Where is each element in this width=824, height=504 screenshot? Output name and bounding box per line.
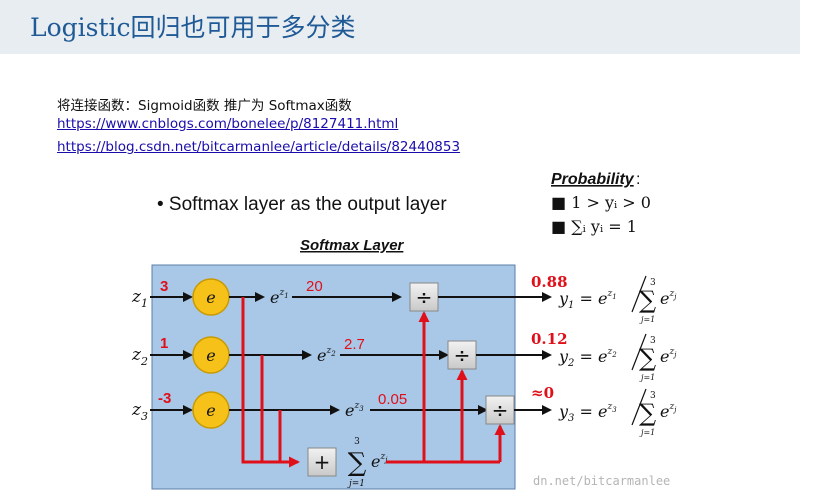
sum-lower: j=1 xyxy=(347,479,365,489)
probability-rule-range: ■ 1 > yᵢ > 0 xyxy=(551,193,651,212)
svg-text:y1 = ez1: y1 = ez1 xyxy=(558,289,617,311)
svg-text:y2 = ez2: y2 = ez2 xyxy=(558,347,617,369)
plus-symbol: + xyxy=(314,450,331,474)
input-z2: z2 xyxy=(131,345,148,368)
input-value-2: 1 xyxy=(160,335,168,352)
input-value-1: 3 xyxy=(160,278,168,295)
svg-text:ezj: ezj xyxy=(660,289,677,308)
svg-text:3: 3 xyxy=(650,391,656,401)
svg-text:∑: ∑ xyxy=(639,286,656,314)
input-value-3: -3 xyxy=(158,390,171,407)
watermark-text: dn.net/bitcarmanlee xyxy=(533,474,670,488)
svg-text:j=1: j=1 xyxy=(639,428,655,437)
output-formula-1: y1 = ez1 3 ∑ j=1 ezj xyxy=(558,275,677,324)
link-csdn[interactable]: https://blog.csdn.net/bitcarmanlee/artic… xyxy=(57,139,461,155)
svg-text:3: 3 xyxy=(650,278,656,288)
exp-node-3-label: e xyxy=(206,401,215,420)
description-text: 将连接函数：Sigmoid函数 推广为 Softmax函数 xyxy=(57,98,352,114)
sum-upper: 3 xyxy=(354,437,360,447)
output-value-1: 0.88 xyxy=(531,273,568,291)
sum-sigma: ∑ xyxy=(348,448,367,478)
svg-text:ezj: ezj xyxy=(660,347,677,366)
bullet-text: • Softmax layer as the output layer xyxy=(157,194,447,215)
probability-heading: Probability xyxy=(551,171,635,188)
output-formula-3: y3 = ez3 3 ∑ j=1 ezj xyxy=(558,388,677,437)
input-z1: z1 xyxy=(131,287,148,310)
divide-box-2 xyxy=(447,340,477,370)
probability-rule-sum: ■ ∑ᵢ yᵢ = 1 xyxy=(551,217,637,236)
svg-text:ezj: ezj xyxy=(660,402,677,421)
output-value-3: ≈0 xyxy=(531,384,554,402)
exp-value-1: 20 xyxy=(306,278,323,295)
exp-node-2-label: e xyxy=(206,346,215,365)
input-z3: z3 xyxy=(131,400,148,423)
svg-text:j=1: j=1 xyxy=(639,315,655,324)
exp-node-1-label: e xyxy=(206,288,215,307)
probability-colon: : xyxy=(636,171,640,188)
slide-title: Logistic回归也可用于多分类 xyxy=(30,13,356,42)
svg-text:3: 3 xyxy=(650,336,656,346)
link-cnblogs[interactable]: https://www.cnblogs.com/bonelee/p/812741… xyxy=(57,116,399,132)
svg-text:y3 = ez3: y3 = ez3 xyxy=(558,402,617,424)
exp-value-3: 0.05 xyxy=(378,391,407,408)
divide-box-3 xyxy=(485,395,515,425)
divide-symbol-2: ÷ xyxy=(454,343,471,367)
svg-text:∑: ∑ xyxy=(639,344,656,372)
exp-value-2: 2.7 xyxy=(344,336,365,353)
sum-box xyxy=(307,447,337,477)
svg-text:∑: ∑ xyxy=(639,399,656,427)
output-value-2: 0.12 xyxy=(531,330,568,348)
svg-text:j=1: j=1 xyxy=(639,373,655,382)
divide-symbol-1: ÷ xyxy=(416,285,433,309)
output-formula-2: y2 = ez2 3 ∑ j=1 ezj xyxy=(558,333,677,382)
title-bar: Logistic回归也可用于多分类 xyxy=(0,0,800,54)
divide-symbol-3: ÷ xyxy=(492,398,509,422)
layer-title: Softmax Layer xyxy=(300,237,405,254)
